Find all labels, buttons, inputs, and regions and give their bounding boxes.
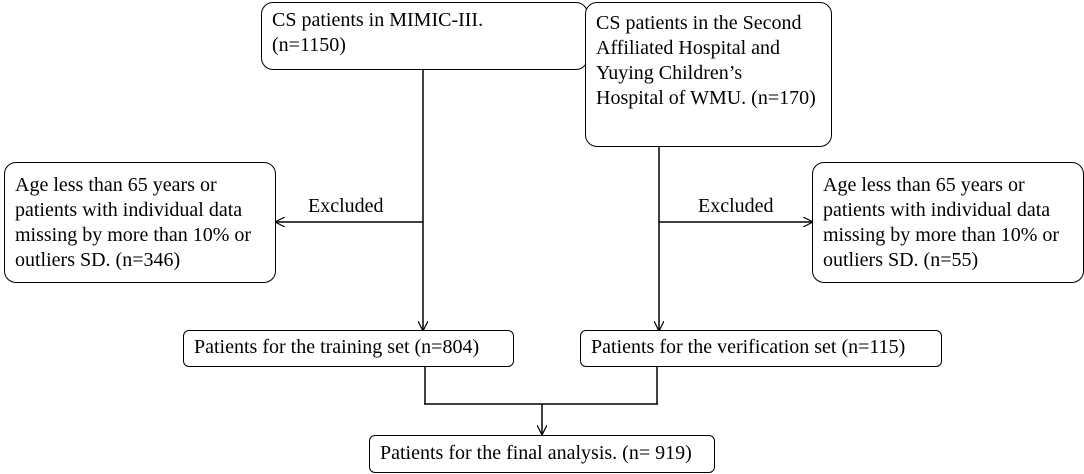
node-line: patients with individual data <box>15 199 243 221</box>
node-line: Hospital of WMU. (n=170) <box>596 87 816 109</box>
node-line: Patients for the training set (n=804) <box>194 336 480 358</box>
edge-label-excluded-right: Excluded <box>698 195 774 217</box>
node-line: patients with individual data <box>823 199 1051 221</box>
node-line: missing by more than 10% or <box>15 224 252 246</box>
node-line: CS patients in the Second <box>596 12 802 34</box>
node-mimic-patients: CS patients in MIMIC-III. (n=1150) <box>261 2 588 70</box>
node-line: Patients for the final analysis. (n= 919… <box>380 442 692 464</box>
node-line: Age less than 65 years or <box>15 174 217 196</box>
node-exclusion-left: Age less than 65 years or patients with … <box>4 162 276 283</box>
node-training-set: Patients for the training set (n=804) <box>183 330 514 367</box>
node-line: Affiliated Hospital and <box>596 37 781 59</box>
node-final-analysis: Patients for the final analysis. (n= 919… <box>369 435 715 473</box>
node-wmu-patients: CS patients in the Second Affiliated Hos… <box>585 2 832 147</box>
node-line: outliers SD. (n=55) <box>823 249 979 271</box>
node-line: (n=1150) <box>272 34 346 56</box>
node-line: missing by more than 10% or <box>823 224 1060 246</box>
edge-label-excluded-left: Excluded <box>308 195 384 217</box>
node-line: CS patients in MIMIC-III. <box>272 9 484 31</box>
node-exclusion-right: Age less than 65 years or patients with … <box>812 162 1084 283</box>
node-line: Yuying Children’s <box>596 62 743 84</box>
node-line: Patients for the verification set (n=115… <box>591 336 906 358</box>
node-verification-set: Patients for the verification set (n=115… <box>580 330 942 367</box>
node-line: outliers SD. (n=346) <box>15 249 181 271</box>
node-line: Age less than 65 years or <box>823 174 1025 196</box>
